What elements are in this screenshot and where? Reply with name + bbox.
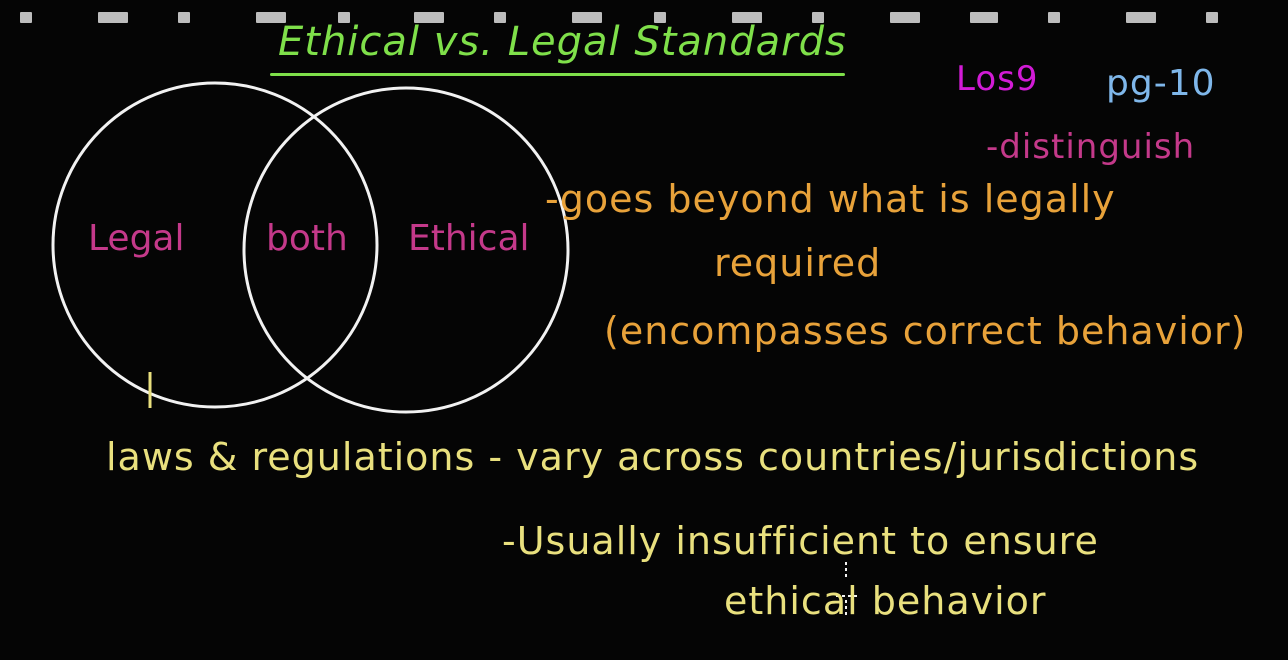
legal-circle bbox=[51, 81, 379, 409]
tick-mark bbox=[98, 12, 128, 23]
ethical-note-line-1: -goes beyond what is legally bbox=[545, 177, 1116, 221]
legal-note-line-1: laws & regulations - vary across countri… bbox=[106, 435, 1200, 479]
tick-mark bbox=[732, 12, 762, 23]
tick-mark bbox=[812, 12, 824, 23]
page-reference: pg-10 bbox=[1106, 63, 1216, 104]
legal-label: Legal bbox=[88, 218, 185, 259]
ethical-label: Ethical bbox=[408, 218, 530, 259]
tick-mark bbox=[256, 12, 286, 23]
distinguish-note: -distinguish bbox=[986, 127, 1196, 167]
tick-mark bbox=[654, 12, 666, 23]
tick-mark bbox=[414, 12, 444, 23]
title-underline bbox=[270, 73, 845, 76]
tick-mark bbox=[20, 12, 32, 23]
ethical-note-line-2: required bbox=[714, 241, 882, 285]
text-cursor-icon bbox=[836, 562, 858, 616]
page-title: Ethical vs. Legal Standards bbox=[278, 19, 847, 65]
tick-mark bbox=[178, 12, 190, 23]
ethical-circle bbox=[242, 86, 570, 414]
tick-mark bbox=[970, 12, 998, 23]
tick-mark bbox=[1126, 12, 1156, 23]
tick-mark bbox=[1206, 12, 1218, 23]
los-tag: Los9 bbox=[956, 59, 1039, 99]
tick-mark bbox=[890, 12, 920, 23]
legal-note-line-2: -Usually insufficient to ensure bbox=[502, 519, 1099, 563]
tick-mark bbox=[494, 12, 506, 23]
tick-mark bbox=[572, 12, 602, 23]
both-label: both bbox=[266, 218, 348, 259]
ethical-note-line-3: (encompasses correct behavior) bbox=[604, 309, 1247, 353]
tick-mark bbox=[338, 12, 350, 23]
tick-mark bbox=[1048, 12, 1060, 23]
progress-tick-strip bbox=[0, 0, 1288, 26]
legal-note-line-3: ethical behavior bbox=[724, 579, 1047, 623]
